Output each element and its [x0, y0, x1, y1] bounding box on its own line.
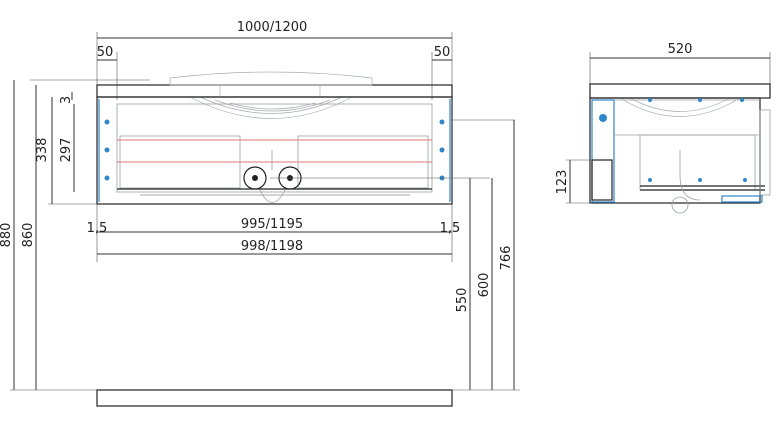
- top-gap-label: 3: [59, 96, 74, 104]
- floor-base: [96, 389, 453, 407]
- height-766-label: 766: [499, 246, 514, 271]
- side-offset-right-label: 50: [434, 45, 451, 60]
- side-cabinet-body: [589, 83, 771, 214]
- height-860-label: 860: [21, 223, 36, 248]
- drawer-height-label: 123: [555, 170, 570, 195]
- inner-width-label: 995/1195: [241, 217, 303, 232]
- height-297-label: 297: [59, 138, 74, 163]
- right-height-dimensions: 550 600 766: [452, 120, 520, 391]
- overall-width-dimension: 1000/1200: [96, 20, 453, 86]
- height-338-label: 338: [35, 138, 50, 163]
- drawer-height-dimension: 123: [555, 159, 592, 204]
- overall-width-label: 1000/1200: [237, 20, 308, 35]
- side-offset-left-label: 50: [97, 45, 114, 60]
- edge-right-label: 1,5: [440, 221, 461, 236]
- depth-label: 520: [668, 42, 693, 57]
- cabinet-body: [96, 96, 515, 205]
- bottom-width-dimensions: 995/1195 998/1198 1,5 1,5: [87, 204, 461, 262]
- outer-width-label: 998/1198: [241, 239, 303, 254]
- depth-dimension: 520: [589, 42, 771, 86]
- height-880-label: 880: [0, 223, 14, 248]
- front-view: 1000/1200 50 50: [0, 20, 520, 407]
- side-view: 520: [555, 42, 771, 214]
- basin-top: [30, 71, 453, 119]
- left-height-dimensions: 3 338 297 880 860: [0, 80, 97, 391]
- edge-left-label: 1,5: [87, 221, 108, 236]
- height-550-label: 550: [455, 288, 470, 313]
- side-offset-dimensions: 50 50: [97, 45, 452, 100]
- height-600-label: 600: [477, 273, 492, 298]
